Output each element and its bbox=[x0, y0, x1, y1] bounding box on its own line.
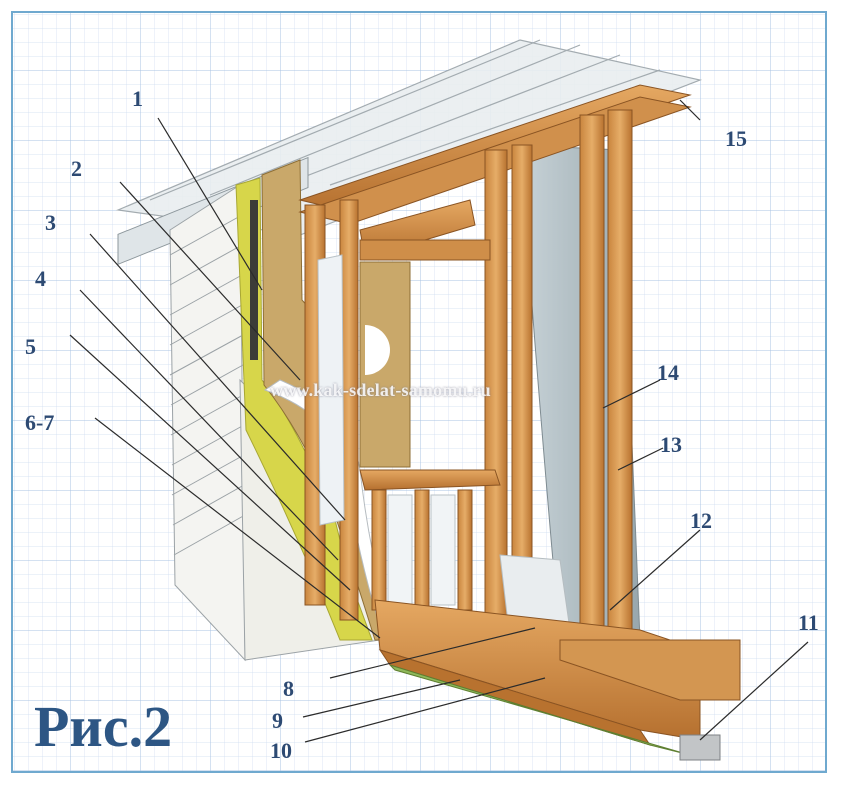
callout-4: 4 bbox=[35, 266, 46, 291]
site-watermark: www.kak-sdelat-samomu.ru bbox=[270, 380, 491, 400]
figure-caption: Рис.2 bbox=[34, 694, 173, 759]
siding-boards bbox=[169, 184, 246, 662]
foundation-anchor bbox=[679, 734, 721, 761]
window-header bbox=[359, 199, 491, 261]
callout-1: 1 bbox=[132, 86, 143, 111]
callout-14: 14 bbox=[657, 360, 679, 385]
callout-2: 2 bbox=[71, 156, 82, 181]
upper-insulation-batt bbox=[317, 254, 345, 526]
callout-8: 8 bbox=[283, 676, 294, 701]
callout-3: 3 bbox=[45, 210, 56, 235]
floor-rim bbox=[374, 599, 741, 756]
callout-12: 12 bbox=[690, 508, 712, 533]
lower-insulation-batts bbox=[387, 494, 456, 606]
callout-15: 15 bbox=[725, 126, 747, 151]
callout-13: 13 bbox=[660, 432, 682, 457]
panel-cutout bbox=[365, 325, 390, 375]
callout-5: 5 bbox=[25, 334, 36, 359]
callout-6-7: 6-7 bbox=[25, 410, 55, 435]
window-sill bbox=[359, 469, 501, 491]
cripple-studs bbox=[371, 489, 473, 611]
callout-11: 11 bbox=[798, 610, 819, 635]
callout-9: 9 bbox=[272, 708, 283, 733]
callout-10: 10 bbox=[270, 738, 292, 763]
membrane-strip bbox=[250, 200, 258, 360]
leader-lines bbox=[69, 99, 809, 743]
